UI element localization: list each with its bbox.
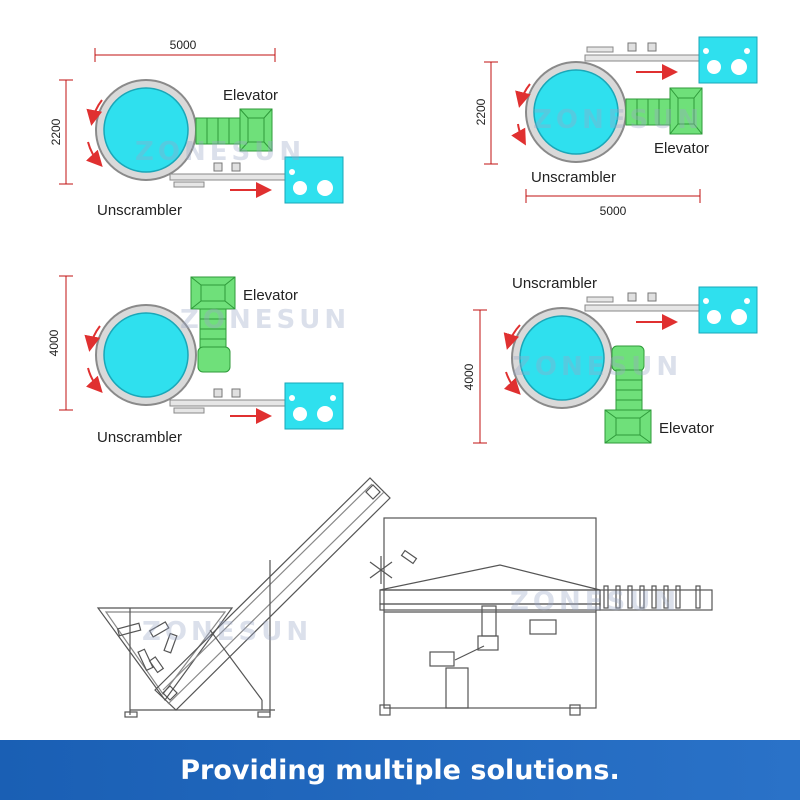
height-label: 4000 <box>462 363 476 390</box>
rotation-arrow <box>84 325 101 352</box>
rotation-arrow <box>86 99 103 126</box>
unscrambler-side-view: ZONESUN <box>369 517 713 716</box>
elevator-label: Elevator <box>243 287 298 304</box>
output-machine <box>284 382 344 430</box>
watermark: ZONESUN <box>533 105 703 135</box>
bottle-hopper <box>96 607 234 702</box>
layout-1: 5000 2200 Elevator Unscrambler ZONESUN <box>49 38 344 219</box>
elevator-label: Elevator <box>223 87 278 104</box>
elevator-chute <box>615 369 643 413</box>
unscrambler-disc <box>103 312 189 398</box>
height-label: 2200 <box>474 98 488 125</box>
elevator-hopper <box>239 108 273 152</box>
rotation-arrow <box>515 83 531 108</box>
unscrambler-label: Unscrambler <box>97 202 182 219</box>
rotation-arrow <box>503 324 521 350</box>
output-machine <box>284 156 344 204</box>
elevator-label: Elevator <box>654 140 709 157</box>
width-label: 5000 <box>600 204 627 218</box>
banner-text: Providing multiple solutions. <box>180 754 620 786</box>
unscrambler-disc <box>533 69 619 155</box>
output-machine <box>698 286 758 334</box>
rotation-arrow <box>511 123 526 146</box>
output-conveyor <box>584 54 701 62</box>
unscrambler-label: Unscrambler <box>531 169 616 186</box>
motor <box>529 619 557 635</box>
elevator-label: Elevator <box>659 420 714 437</box>
watermark: ZONESUN <box>510 587 680 617</box>
height-label: 2200 <box>49 118 63 145</box>
unscrambler-label: Unscrambler <box>512 275 597 292</box>
output-conveyor <box>169 399 286 407</box>
elevator-side-view <box>96 477 391 718</box>
rotation-arrow <box>85 367 103 393</box>
layout-3: 4000 Elevator Unscrambler ZONESUN <box>47 275 350 446</box>
rotation-arrow <box>503 371 521 395</box>
motor <box>429 651 455 667</box>
height-label: 4000 <box>47 329 61 356</box>
output-conveyor <box>584 304 701 312</box>
unscrambler-disc <box>103 87 189 173</box>
watermark: ZONESUN <box>180 305 350 335</box>
solutions-banner: Providing multiple solutions. <box>0 740 800 800</box>
layout-2: 2200 5000 Elevator Unscrambler ZONESUN <box>474 36 758 218</box>
output-conveyor <box>169 173 286 181</box>
layout-diagram: 5000 2200 Elevator Unscrambler ZONESUN <box>47 36 758 718</box>
watermark: ZONESUN <box>135 137 305 167</box>
machine-frame <box>383 517 597 709</box>
layout-4: 4000 Unscrambler Elevator ZONESUN <box>462 275 758 444</box>
elevator-hopper <box>669 87 703 135</box>
unscrambler-label: Unscrambler <box>97 429 182 446</box>
width-label: 5000 <box>170 38 197 52</box>
output-machine <box>698 36 758 84</box>
watermark: ZONESUN <box>512 352 682 382</box>
rotation-arrow <box>85 141 103 167</box>
unscrambler-disc <box>519 315 605 401</box>
incline-conveyor <box>154 477 391 711</box>
watermark: ZONESUN <box>142 617 312 647</box>
